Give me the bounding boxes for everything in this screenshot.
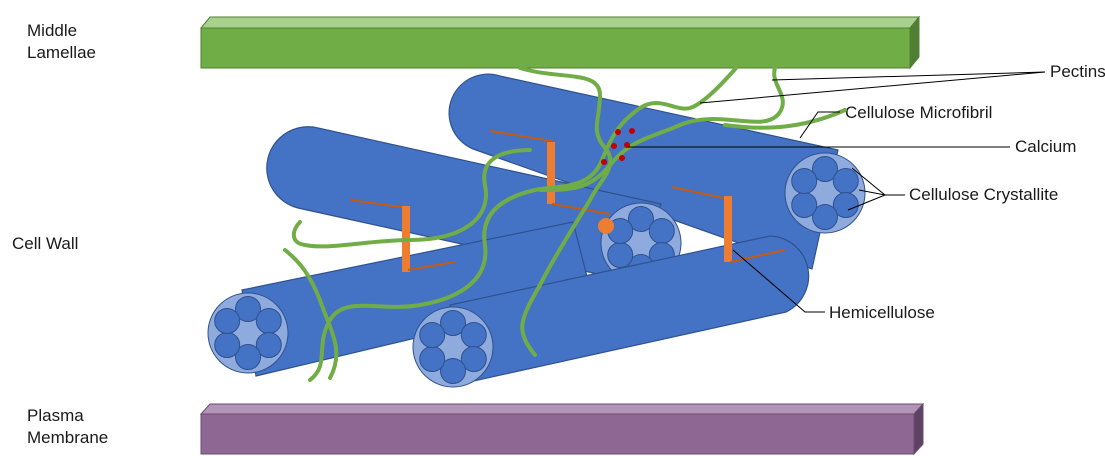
plasma-membrane-label: Plasma Membrane — [27, 405, 108, 449]
plasma-membrane-slab — [199, 402, 925, 456]
crystallite-leader-3 — [847, 194, 886, 211]
middle-lamellae-slab — [199, 15, 921, 70]
leader-lines — [628, 71, 1046, 313]
hemicellulose-bridge-3 — [724, 196, 732, 262]
calcium-label: Calcium — [1015, 137, 1077, 156]
pectin-strand-1 — [518, 66, 613, 357]
crystallite-leader-2 — [858, 189, 886, 196]
plasma-membrane-label-line2: Membrane — [27, 428, 109, 447]
cellulose-crystallite-label: Cellulose Crystallite — [909, 185, 1059, 204]
cellulose-microfibril-upper — [448, 73, 866, 270]
plasma-membrane-label-line1: Plasma — [27, 406, 84, 425]
pectin-strands — [283, 66, 847, 382]
pectin-strand-4 — [723, 108, 847, 130]
hemicellulose-leader — [732, 249, 825, 313]
calcium-dot — [611, 143, 617, 149]
calcium-dot — [619, 155, 625, 161]
cellulose-microfibril-label: Cellulose Microfibril — [845, 103, 993, 122]
middle-lamellae-label-line1: Middle — [27, 21, 78, 40]
cell-wall-label: Cell Wall — [12, 234, 79, 253]
calcium-dot — [629, 128, 635, 134]
crystallite-face-lower-left — [207, 292, 289, 374]
crystallite-face-lower-right — [412, 306, 494, 388]
crystallite-face-upper — [784, 152, 866, 234]
cellulose-microfibril-leader — [799, 111, 840, 139]
pectins-leader-2 — [699, 71, 1046, 104]
hemicellulose-node — [598, 218, 614, 234]
cellulose-microfibril-lower-right — [412, 235, 810, 388]
hemicellulose-bridge-1 — [547, 142, 555, 204]
pectin-strand-6 — [283, 248, 339, 380]
calcium-ions — [601, 128, 635, 165]
middle-lamellae-label-line2: Lamellae — [27, 43, 96, 62]
pectins-label: Pectins — [1050, 62, 1105, 81]
pectins-leader-1 — [771, 71, 1046, 81]
calcium-dot — [615, 129, 621, 135]
hemicellulose-label: Hemicellulose — [829, 303, 935, 322]
pectin-strand-2 — [308, 66, 738, 382]
pectin-strand-3 — [538, 66, 785, 192]
pectin-strand-5 — [291, 148, 532, 249]
middle-lamellae-label: Middle Lamellae — [27, 20, 96, 64]
calcium-dot — [601, 159, 607, 165]
